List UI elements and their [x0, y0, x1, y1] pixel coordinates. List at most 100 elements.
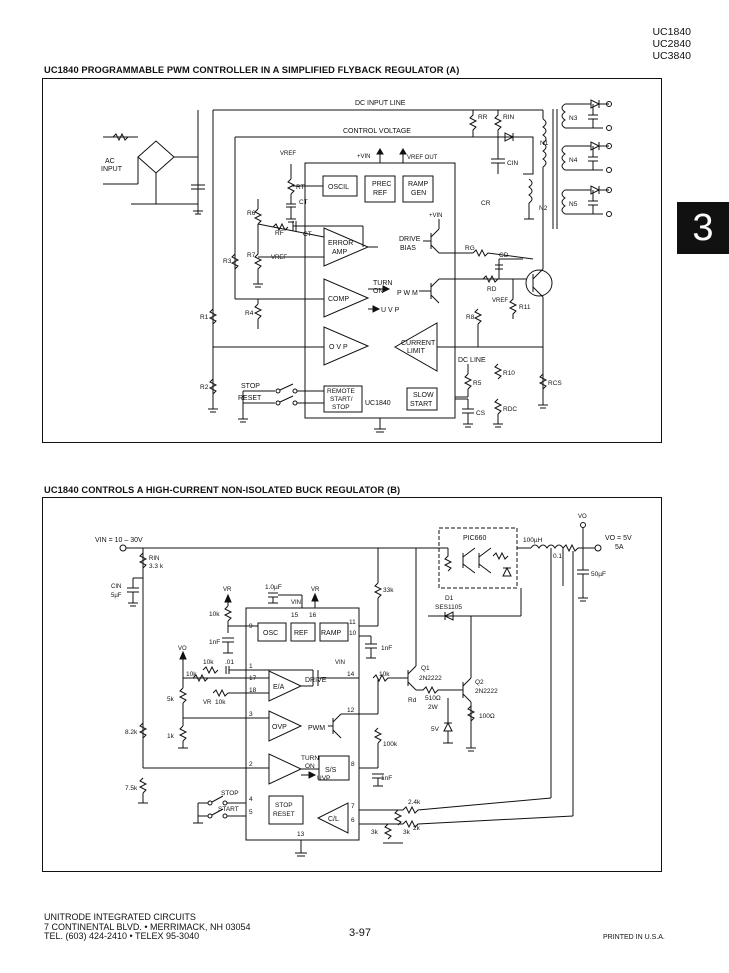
label: PIC660 [463, 535, 486, 542]
label: VIN [291, 600, 301, 606]
footer-street: 7 CONTINENTAL BLVD. • MERRIMACK, NH 0305… [44, 921, 251, 932]
footer-company: UNITRODE INTEGRATED CIRCUITS [44, 912, 196, 922]
pin-number: 7 [351, 803, 355, 810]
label: UVP [317, 775, 330, 782]
resistor-rdc [493, 398, 503, 415]
label: COMP [328, 296, 349, 303]
label: 10k [186, 671, 197, 678]
label: U V P [381, 307, 400, 314]
label: RESET [273, 811, 295, 818]
label: R3 [223, 258, 232, 265]
power-transistor [525, 269, 553, 297]
resistor-r8 [473, 308, 483, 325]
resistor-r2 [208, 378, 218, 395]
label: CS [476, 410, 486, 417]
pin-number: 6 [351, 817, 355, 824]
pin-number: 12 [347, 707, 355, 714]
ea-triangle [268, 670, 303, 702]
label: DRIVE [399, 236, 421, 243]
pin-number: 1 [249, 663, 253, 670]
part-number: UC1840 [652, 26, 691, 38]
label: 5k [167, 696, 175, 703]
resistor-r5 [463, 373, 473, 390]
pin-number: 18 [249, 687, 257, 694]
comp-triangle [323, 278, 370, 318]
label: ON [373, 288, 384, 295]
label: REF [373, 190, 387, 197]
label: 7.5k [125, 785, 138, 792]
label: R10 [503, 370, 515, 377]
ref-block [290, 622, 316, 642]
footer-address: UNITRODE INTEGRATED CIRCUITS 7 CONTINENT… [44, 912, 251, 942]
label: RR [478, 114, 488, 121]
pin-number: 9 [249, 623, 253, 630]
section-tab: 3 [677, 202, 729, 254]
pin-number: 5 [249, 809, 253, 816]
ovp-triangle-b [268, 710, 303, 742]
uvp-triangle-b [268, 753, 303, 785]
label: TURN [301, 755, 319, 762]
label: RG [465, 245, 475, 252]
label: VO [178, 646, 187, 652]
label: ERROR [328, 240, 353, 247]
label: R6 [247, 210, 256, 217]
label: 50µF [591, 571, 606, 578]
error-amp-triangle [323, 227, 370, 267]
figure-b-title: UC1840 CONTROLS A HIGH-CURRENT NON-ISOLA… [44, 485, 401, 495]
label: 10k [379, 671, 390, 678]
pin-number: 4 [249, 796, 253, 803]
label: RAMP [321, 630, 342, 637]
bridge-rectifier [137, 140, 175, 174]
footer-phone: TEL. (603) 424-2410 • TELEX 95-3040 [44, 931, 200, 941]
label: 0.1 [553, 553, 562, 560]
label: 1.0µF [265, 584, 282, 591]
label: 1k [167, 733, 175, 740]
label: ON [305, 763, 315, 770]
ss-block [318, 755, 350, 781]
label: 10k [215, 699, 226, 706]
pin-number: 3 [249, 711, 253, 718]
prec-ref-block [364, 175, 396, 203]
label: OSC [263, 630, 278, 637]
label: CD [499, 252, 509, 259]
label: 10k [209, 611, 220, 618]
printed-notice: PRINTED IN U.S.A. [603, 934, 665, 941]
buck-regulator-schematic: VIN = 10 – 30V RIN 3.3 k CIN 5µF PIC660 … [95, 514, 632, 857]
label: RF [275, 230, 284, 237]
label: E/A [273, 684, 285, 691]
label: CURRENT [401, 340, 436, 347]
secondary-n3 [561, 103, 566, 129]
label: 100Ω [479, 713, 495, 720]
label: Q2 [475, 679, 484, 686]
label: AC [105, 158, 115, 165]
label: 2W [428, 704, 439, 711]
label: SES1105 [435, 604, 462, 611]
label: SLOW [413, 392, 434, 399]
resistor-r4 [253, 303, 263, 320]
label: INPUT [101, 166, 123, 173]
label: START [410, 401, 433, 408]
label: R2 [200, 384, 209, 391]
resistor-r10 [493, 363, 503, 380]
figure-a-frame: DC INPUT LINE CONTROL VOLTAGE AC INPUT +… [42, 78, 662, 443]
pin-number: 2 [249, 761, 253, 768]
label: RD [487, 286, 497, 293]
label: RT [296, 184, 305, 191]
label: 3.3 k [149, 563, 164, 570]
part-number: UC3840 [652, 50, 691, 62]
label: 2N2222 [475, 688, 498, 695]
diode-control [504, 132, 515, 142]
label: 5µF [111, 593, 122, 599]
label: STOP [241, 383, 260, 390]
label: 100k [383, 741, 398, 748]
label: RCS [548, 380, 562, 387]
label: 1nF [381, 775, 392, 782]
ovp-triangle [323, 326, 370, 366]
label: VO = 5V [605, 535, 632, 542]
label: CT [299, 199, 308, 206]
label: 1nF [209, 639, 220, 646]
label: VREF [271, 255, 287, 261]
pin-number: 14 [347, 671, 355, 678]
label: R4 [245, 310, 254, 317]
resistor-r1 [208, 308, 218, 325]
